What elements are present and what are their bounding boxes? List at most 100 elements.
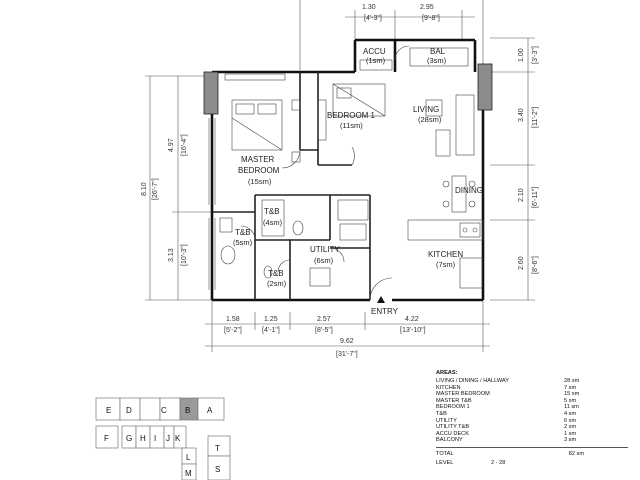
key-plan-i: I (154, 434, 156, 443)
areas-row-label: MASTER T&B (436, 397, 472, 404)
key-plan-k: K (175, 434, 181, 443)
areas-row-label: KITCHEN (436, 384, 461, 391)
furniture (219, 47, 484, 289)
label-tb-master-area: (5sm) (233, 238, 253, 247)
label-bedroom1: BEDROOM 1 (327, 111, 376, 120)
key-plan (95, 397, 231, 480)
label-accu-area: (1sm) (366, 56, 386, 65)
label-tb-small-area: (4sm) (263, 218, 283, 227)
dim-bottom-4: 4.22 (405, 316, 419, 323)
label-utility-tb-area: (2sm) (267, 279, 287, 288)
dim-bottom-3-imp: [8'-5"] (315, 327, 333, 334)
dim-right-3: 2.10 (518, 188, 525, 202)
dim-bottom-1-imp: [5'-2"] (224, 327, 242, 334)
label-master-area: (15sm) (248, 177, 272, 186)
label-kitchen-area: (7sm) (436, 260, 456, 269)
areas-row: BEDROOM 1 11 sm (436, 404, 628, 411)
dim-left-2-imp: [10'-3"] (181, 244, 188, 266)
areas-row-label: ACCU DECK (436, 430, 469, 437)
areas-row: T&B 4 sm (436, 411, 628, 418)
dim-overall-depth: 8.10 (141, 182, 148, 196)
areas-level: LEVEL 2 - 28 (436, 458, 628, 468)
areas-row: LIVING / DINING / HALLWAY 28 sm (436, 378, 628, 385)
label-balcony-area: (3sm) (427, 56, 447, 65)
dim-right-2: 3.40 (518, 108, 525, 122)
areas-row: BALCONY 3 sm (436, 437, 628, 444)
label-balcony: BAL (430, 47, 446, 56)
dim-left-1: 4.97 (168, 138, 175, 152)
label-bedroom1-area: (11sm) (340, 121, 363, 130)
label-tb-small: T&B (264, 207, 280, 216)
label-dining: DINING (455, 186, 483, 195)
key-plan-a: A (207, 406, 213, 415)
areas-row-label: T&B (436, 410, 447, 417)
label-utility-tb: T&B (268, 269, 284, 278)
areas-row-value: 11 sm (564, 404, 579, 411)
label-accu: ACCU (363, 47, 386, 56)
areas-row-value: 2 sm (564, 424, 577, 431)
dim-overall-depth-imp: [26'-7"] (152, 178, 159, 200)
key-plan-d: D (126, 406, 132, 415)
key-plan-f: F (104, 434, 109, 443)
dim-overall-width-imp: [31'-7"] (336, 351, 358, 358)
areas-row-label: BEDROOM 1 (436, 404, 470, 411)
areas-level-value: 2 - 28 (491, 459, 506, 466)
dim-bottom-4-imp: [13'-10"] (400, 327, 426, 334)
dim-left-2: 3.13 (168, 248, 175, 262)
areas-level-label: LEVEL (436, 459, 454, 466)
label-utility-area: (6sm) (314, 256, 334, 265)
dim-left-1-imp: [16'-4"] (181, 134, 188, 156)
interior-walls (212, 72, 371, 300)
areas-row-value: 15 sm (564, 391, 580, 398)
dim-top-2-imp: [9'-8"] (422, 15, 440, 22)
areas-row-value: 3 sm (564, 437, 577, 444)
key-plan-m: M (185, 469, 192, 478)
label-living-area: (28sm) (418, 115, 442, 124)
key-plan-b: B (185, 406, 190, 415)
key-plan-e: E (106, 406, 111, 415)
label-living: LIVING (413, 105, 439, 114)
right-dimensions (490, 37, 535, 301)
key-plan-s: S (215, 465, 220, 474)
areas-row-label: UTILITY (436, 417, 457, 424)
dim-bottom-2-imp: [4'-1"] (262, 327, 280, 334)
key-plan-g: G (126, 434, 132, 443)
dim-overall-width: 9.62 (340, 338, 354, 345)
dim-right-2-imp: [11'-2"] (532, 107, 539, 128)
areas-row: KITCHEN 7 sm (436, 385, 628, 392)
label-utility: UTILITY (310, 245, 340, 254)
areas-rows: LIVING / DINING / HALLWAY 28 sm KITCHEN 7 s… (436, 378, 628, 444)
areas-row-value: 7 sm (564, 384, 577, 391)
areas-row-value: 5 sm (564, 397, 577, 404)
areas-header: AREAS: (436, 370, 458, 376)
areas-row-label: LIVING / DINING / HALLWAY (436, 378, 509, 384)
areas-row: MASTER T&B 5 sm (436, 398, 628, 405)
areas-row-label: BALCONY (436, 437, 463, 444)
areas-row-value: 28 sm (564, 378, 580, 384)
left-dimensions (145, 75, 212, 301)
dim-bottom-3: 2.57 (317, 316, 331, 323)
areas-total-value: 82 sm (568, 450, 584, 457)
bottom-dimensions (205, 300, 490, 352)
label-entry: ENTRY (371, 307, 399, 316)
column-left (203, 71, 219, 115)
areas-total: TOTAL 82 sm (436, 450, 628, 458)
key-plan-j: J (166, 434, 170, 443)
label-master-2: BEDROOM (238, 166, 280, 175)
left-windows (208, 118, 216, 290)
dim-top-1: 1.30 (362, 4, 376, 11)
areas-row-value: 4 sm (564, 410, 577, 417)
dim-right-3-imp: [6'-11"] (532, 187, 539, 208)
dim-bottom-2: 1.25 (264, 316, 278, 323)
areas-row-label: MASTER BEDROOM (436, 391, 490, 398)
doors (240, 45, 410, 301)
dim-top-2: 2.95 (420, 4, 434, 11)
entry-arrow-icon (377, 296, 385, 303)
areas-total-label: TOTAL (436, 450, 454, 457)
key-plan-t: T (215, 444, 220, 453)
